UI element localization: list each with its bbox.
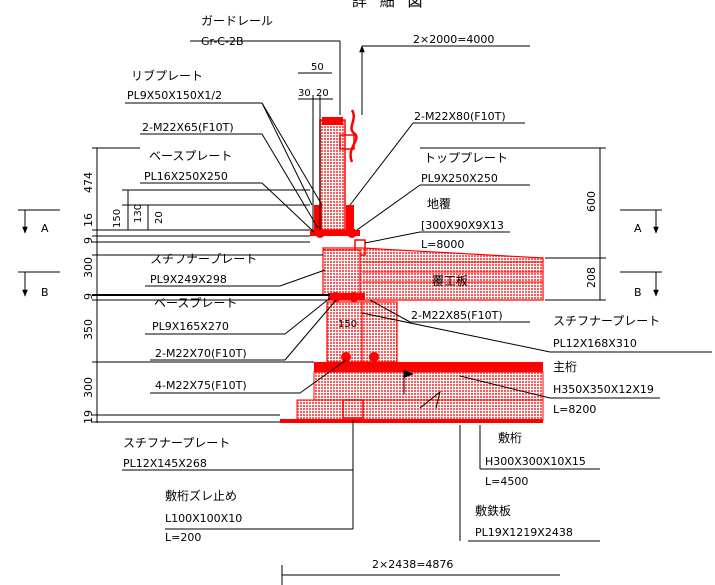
span-bottom: 2×2438=4876	[372, 558, 453, 571]
guardrail-post	[319, 119, 346, 231]
dim-left-300b: 300	[82, 377, 95, 398]
dim-150: 150	[112, 209, 123, 228]
dim-right-600: 600	[585, 191, 598, 212]
section-mark-a-left: A	[41, 222, 49, 235]
dim-20: 20	[154, 211, 165, 224]
slope-mark	[419, 390, 441, 409]
main-girder-length: L=8200	[553, 403, 596, 416]
stiffener-bottom-spec: PL12X145X268	[123, 457, 207, 470]
stiffener-mid-label: スチフナープレート	[150, 252, 257, 266]
main-girder-label: 主桁	[553, 360, 577, 374]
dim-right-208: 208	[585, 267, 598, 288]
sill-spec: [300X90X9X13	[421, 219, 504, 232]
top-plate-label: トッププレート	[424, 151, 508, 165]
bolt	[315, 228, 325, 238]
labels: ガードレール Gr-C-2B リブプレート PL9X50X150X1/2 2-M…	[41, 14, 660, 571]
rib-plate-shape	[346, 205, 354, 230]
bolt	[369, 352, 379, 362]
rib-plate-label: リブプレート	[131, 68, 203, 83]
rib-plate-shape	[314, 205, 322, 230]
dim-left-16: 16	[82, 213, 95, 227]
section-mark-b-left: B	[41, 286, 49, 299]
stiffener-bottom-label: スチフナープレート	[123, 436, 230, 450]
sole-beam-spec: H300X300X10X15	[485, 455, 586, 468]
bolt-lower-left: 2-M22X70(F10T)	[155, 347, 247, 360]
dim-left-474: 474	[82, 172, 95, 193]
bolt-top-left: 2-M22X65(F10T)	[142, 121, 234, 134]
dim-left-300a: 300	[82, 257, 95, 278]
bolt-top-right: 2-M22X80(F10T)	[414, 110, 506, 123]
bolt	[326, 363, 334, 371]
guardrail-spec: Gr-C-2B	[201, 35, 244, 48]
rib-plate-spec: PL9X50X150X1/2	[127, 89, 222, 102]
main-girder-web	[313, 371, 544, 401]
shoe-stopper-shape	[342, 399, 364, 419]
sole-beam-shape	[296, 399, 544, 421]
steel-plate-spec: PL19X1219X2438	[475, 526, 573, 539]
shoe-stopper-spec: L100X100X10	[165, 512, 242, 525]
base-plate-lower-label: ベースプレート	[154, 296, 237, 310]
base-plate-upper-label: ベースプレート	[149, 149, 232, 163]
steel-plate-shape	[280, 419, 543, 423]
base-plate-upper-spec: PL16X250X250	[144, 170, 228, 183]
sill-length: L=8000	[421, 238, 464, 251]
guardrail-bracket	[339, 134, 355, 150]
base-plate-lower-shape	[328, 293, 365, 300]
bolt	[370, 363, 378, 371]
stiffener-right-spec: PL12X168X310	[553, 337, 637, 350]
section-mark-b-right: B	[634, 286, 642, 299]
bolt-bottom-left: 4-M22X75(F10T)	[155, 379, 247, 392]
stiffener-right-label: スチフナープレート	[553, 314, 660, 328]
section-mark-a-right: A	[634, 222, 642, 235]
bolt	[347, 228, 357, 238]
dim-left-19: 19	[82, 410, 95, 424]
structure	[280, 109, 544, 423]
dim-130: 130	[133, 204, 144, 223]
shoe-stopper-length: L=200	[165, 531, 201, 544]
dim-20b: 20	[316, 88, 329, 99]
dim-50: 50	[311, 62, 324, 73]
base-plate-lower-spec: PL9X165X270	[152, 320, 229, 333]
top-plate-spec: PL9X250X250	[421, 172, 498, 185]
dim-left-9b: 9	[82, 293, 95, 300]
level-flag	[404, 370, 414, 378]
dim-150b: 150	[338, 319, 357, 330]
sole-beam-label: 敷桁	[498, 430, 522, 445]
bolt	[341, 352, 351, 362]
dim-left-9a: 9	[82, 237, 95, 244]
deck-plate-label: 覆工板	[432, 274, 468, 288]
bolt-mid-right: 2-M22X85(F10T)	[411, 309, 503, 322]
drawing-title: 詳 細 図	[352, 0, 427, 10]
bolt	[331, 292, 341, 302]
post-cap	[322, 117, 343, 125]
base-plate-upper-shape	[310, 230, 360, 236]
span-top: 2×2000=4000	[413, 33, 494, 46]
shoe-stopper-label: 敷桁ズレ止め	[165, 488, 237, 503]
stiffener-mid-spec: PL9X249X298	[150, 273, 227, 286]
dim-30: 30	[298, 88, 311, 99]
guardrail-beam	[349, 109, 358, 163]
stiffener-shape	[322, 249, 361, 296]
main-girder-spec: H350X350X12X19	[553, 383, 654, 396]
sill-label: 地覆	[427, 197, 451, 211]
guardrail-label: ガードレール	[201, 14, 273, 28]
main-girder-shape	[314, 362, 543, 372]
steel-plate-label: 敷鉄板	[475, 503, 511, 518]
dim-left-350: 350	[82, 319, 95, 340]
bolt	[349, 292, 359, 302]
column-flange	[361, 301, 398, 363]
dimension-lines	[18, 40, 712, 585]
sole-beam-length: L=4500	[485, 475, 528, 488]
